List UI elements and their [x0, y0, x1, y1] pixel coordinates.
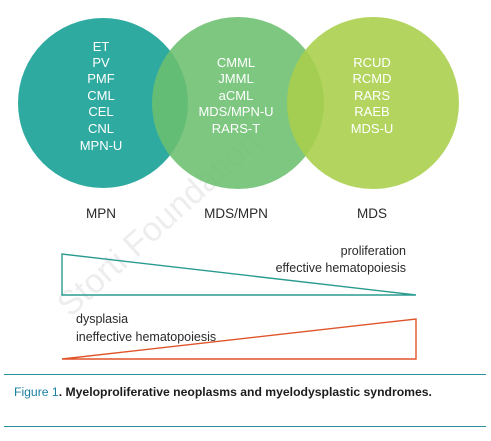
mpn-item: MPN-U: [80, 138, 123, 153]
dysplasia-label: dysplasia: [76, 312, 128, 326]
mds-item: RAEB: [354, 104, 389, 119]
figure-caption-text: . Myeloproliferative neoplasms and myelo…: [58, 385, 432, 399]
mpn-item: PMF: [87, 71, 115, 86]
caption-rule-bottom: [4, 426, 486, 427]
caption-rule-top: [4, 374, 486, 375]
mdsmpn-item: CMML: [217, 55, 255, 70]
proliferation-label: proliferation: [341, 244, 406, 258]
figure-label: Figure 1: [14, 385, 59, 399]
mds-item: RCMD: [353, 71, 392, 86]
effective-hematopoiesis-label: effective hematopoiesis: [276, 261, 406, 275]
circle-mdsmpn: [152, 17, 324, 189]
figure-caption: Figure 1. Myeloproliferative neoplasms a…: [14, 384, 480, 400]
circle-mpn: [18, 18, 188, 188]
mds-item: RARS: [354, 88, 390, 103]
mdsmpn-item: aCML: [219, 88, 254, 103]
dysplasia-triangle: [61, 318, 417, 360]
mdsmpn-item: JMML: [218, 71, 253, 86]
proliferation-triangle: [61, 253, 417, 296]
mpn-item: ET: [93, 39, 110, 54]
mds-item: MDS-U: [351, 121, 394, 136]
circle-title-mds: MDS: [357, 206, 387, 221]
circle-title-mpn: MPN: [86, 206, 116, 221]
ineffective-hematopoiesis-label: ineffective hematopoiesis: [76, 330, 216, 344]
mds-item: RCUD: [353, 55, 391, 70]
circle-mds: [287, 17, 459, 189]
mpn-item: CEL: [88, 104, 113, 119]
mpn-item: PV: [92, 55, 110, 70]
mdsmpn-item: MDS/MPN-U: [198, 104, 273, 119]
mpn-item: CNL: [88, 121, 114, 136]
mdsmpn-item: RARS-T: [212, 121, 260, 136]
circle-title-mdsmpn: MDS/MPN: [204, 206, 268, 221]
mpn-item: CML: [87, 88, 114, 103]
